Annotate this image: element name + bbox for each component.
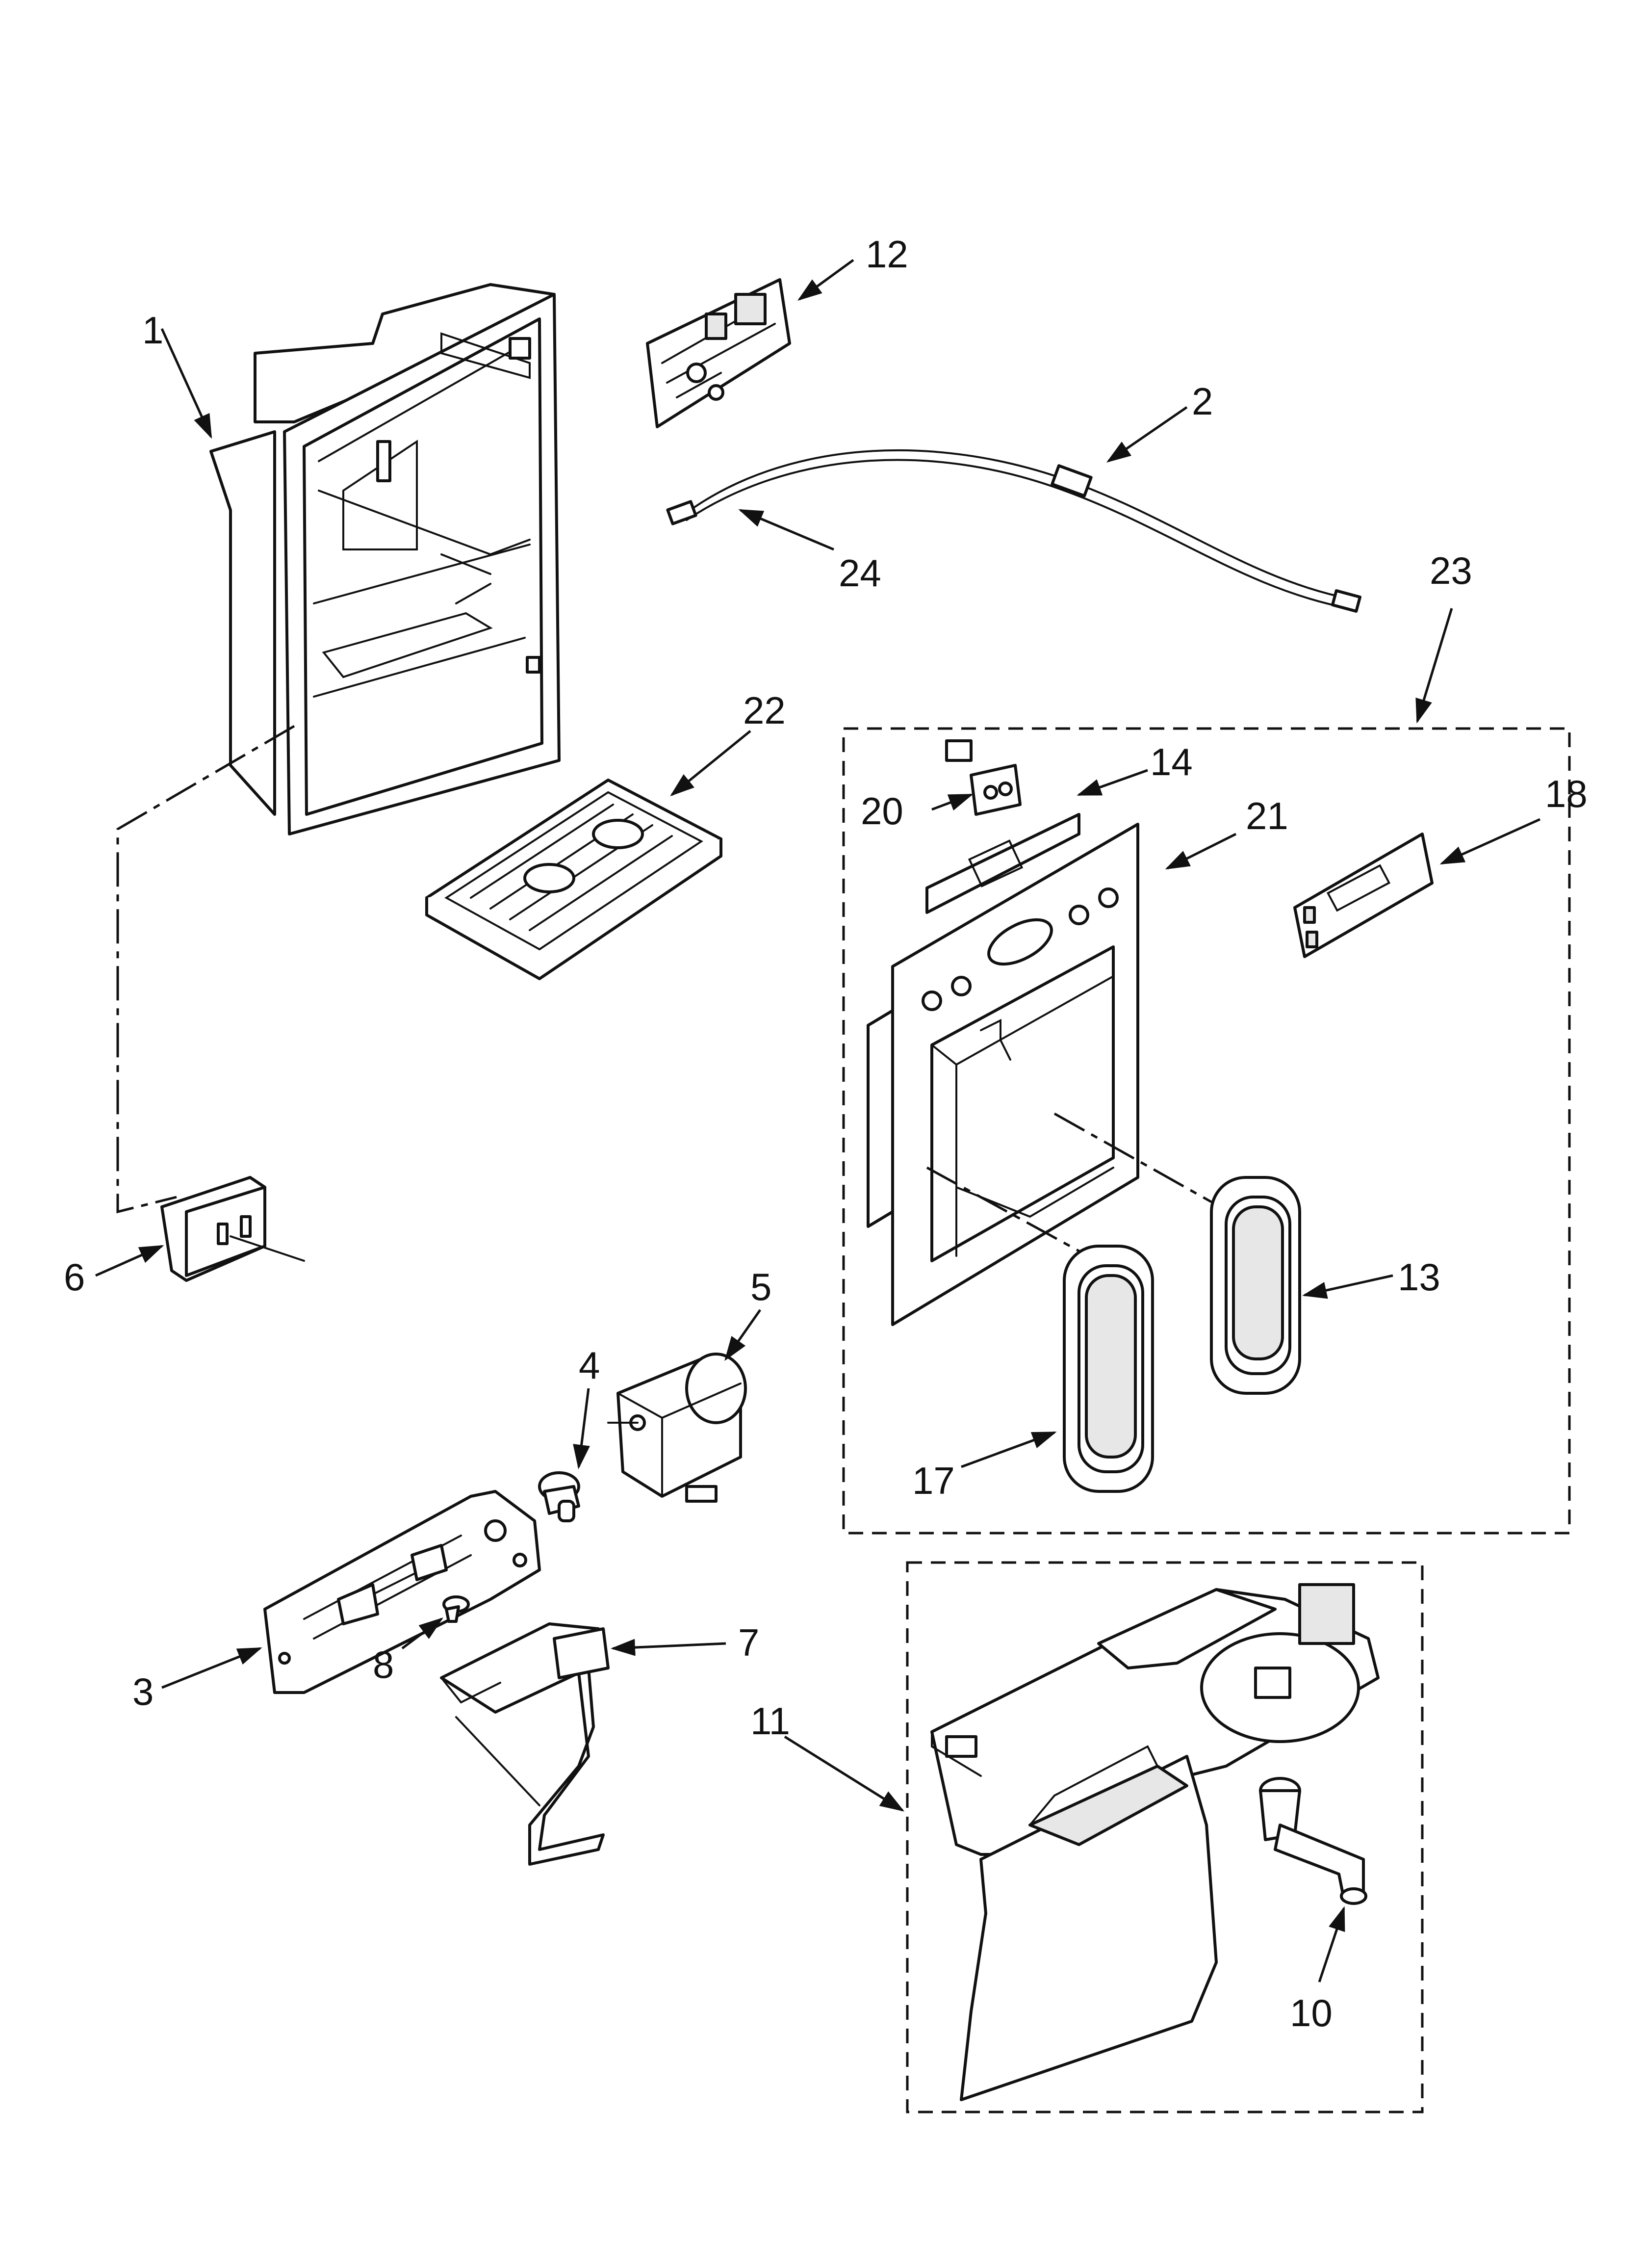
label-part-11: 11 [750,1699,790,1743]
part-11-ice-chute [930,1583,1380,2101]
label-part-24: 24 [839,551,881,595]
label-part-10: 10 [1290,1991,1333,2034]
part-10-fitting [1259,1777,1367,1905]
leader-14 [1077,769,1148,796]
part-5-motor [607,1353,747,1503]
part-8-screw [442,1595,470,1623]
leader-6 [95,1245,164,1277]
part-12-control-board [646,278,791,428]
label-part-7: 7 [738,1621,759,1664]
leader-2 [1106,406,1188,463]
align-line-21-17 [926,1166,1080,1252]
label-part-3: 3 [132,1670,154,1713]
label-part-2: 2 [1192,380,1213,423]
label-part-4: 4 [579,1344,600,1387]
leader-5 [724,1309,762,1361]
part-2-wire-harness [666,449,1362,613]
part-14-gasket [925,813,1080,914]
label-part-14: 14 [1150,740,1193,783]
part-22-drip-tray [425,779,722,980]
part-6-cover [160,1176,305,1282]
leader-21 [1165,833,1237,870]
leader-17 [961,1431,1057,1468]
part-3-bracket [263,1490,541,1694]
part-7-arm [440,1622,610,1866]
part-13-paddle [1210,1176,1301,1395]
label-part-22: 22 [743,689,786,732]
leader-22 [670,730,751,797]
part-18-bracket [1293,833,1434,958]
leader-18 [1439,818,1541,865]
leader-10 [1318,1906,1345,1982]
label-part-6: 6 [64,1255,85,1299]
leader-1 [160,328,212,439]
leader-8 [401,1617,443,1649]
label-part-12: 12 [866,233,908,276]
leader-24 [738,509,834,551]
leader-12 [797,259,854,301]
assembly-line-1-6 [116,725,295,1214]
leader-23 [1415,608,1453,724]
label-part-20: 20 [861,789,903,833]
label-part-18: 18 [1545,772,1588,815]
part-20-switch [945,739,1022,816]
label-part-21: 21 [1246,794,1288,837]
leader-3 [161,1647,262,1689]
part-4-coupler [538,1471,580,1522]
label-part-8: 8 [373,1643,394,1686]
part-1-housing [209,283,561,835]
leader-4 [573,1388,590,1469]
align-line-21-13 [1053,1112,1212,1203]
assembly-box-23 [842,727,1571,1535]
part-17-paddle [1063,1245,1154,1493]
leader-11 [784,1735,905,1812]
label-part-13: 13 [1398,1255,1440,1299]
part-21-faceplate [867,823,1139,1326]
leader-20 [931,793,974,811]
label-part-1: 1 [142,309,163,352]
label-part-17: 17 [912,1459,955,1502]
leader-7 [611,1639,726,1656]
label-part-23: 23 [1430,549,1472,592]
leader-13 [1302,1274,1393,1299]
label-part-5: 5 [750,1265,771,1308]
assembly-box-11 [906,1561,1424,2113]
